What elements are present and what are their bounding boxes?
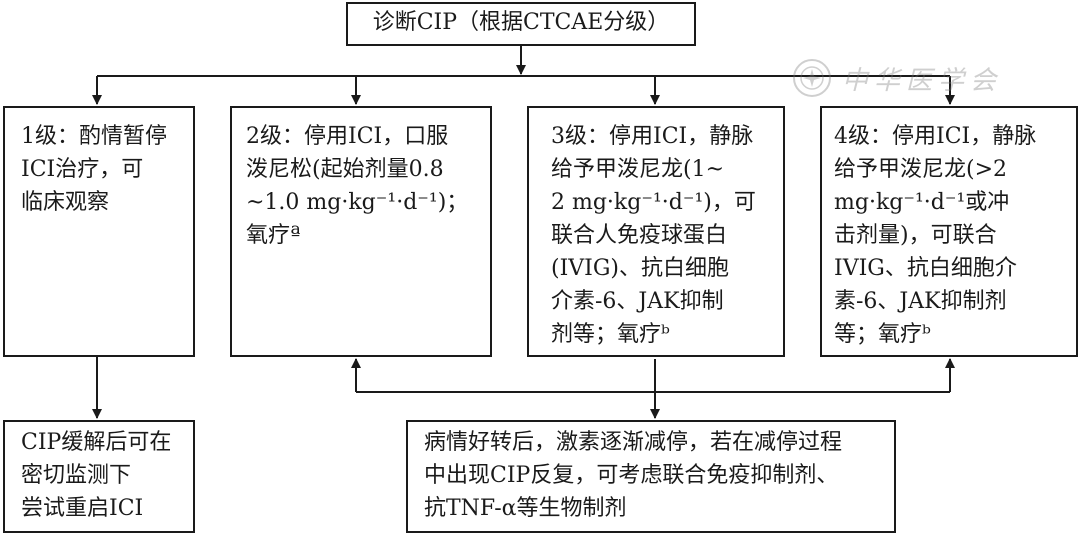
grade-2-box: 2级：停用ICI，口服 泼尼松(起始剂量0.8 ~1.0 mg·kg⁻¹·d⁻¹… [230, 106, 492, 357]
grade-4-line: 给予甲泼尼龙(>2 [834, 157, 1008, 182]
grade-4-line: 等；氧疗ᵇ [834, 322, 931, 347]
grade-4-line: 击剂量)，可联合 [834, 223, 997, 248]
grade-3-line: 剂等；氧疗ᵇ [551, 322, 670, 347]
grade-3-line: 联合人免疫球蛋白 [551, 223, 728, 248]
diagnosis-text: 诊断CIP（根据CTCAE分级） [372, 10, 670, 35]
grade-3-line: 给予甲泼尼龙(1~ [551, 157, 725, 182]
grade-3-line: 2 mg·kg⁻¹·d⁻¹)，可 [551, 190, 756, 215]
taper-line: 中出现CIP反复，可考虑联合免疫抑制剂、 [424, 463, 839, 488]
grade-2-line: 2级：停用ICI，口服 [246, 124, 449, 149]
grade-1-line: 临床观察 [21, 190, 110, 215]
grade-2-line: 氧疗ª [246, 223, 301, 248]
steroid-taper-box: 病情好转后，激素逐渐减停，若在减停过程 中出现CIP反复，可考虑联合免疫抑制剂、… [406, 420, 896, 533]
grade-4-line: 素-6、JAK抑制剂 [834, 289, 1007, 314]
grade-3-line: 3级：停用ICI，静脉 [551, 124, 754, 149]
grade-1-box: 1级：酌情暂停 ICI治疗，可 临床观察 [3, 106, 195, 357]
grade-2-line: 泼尼松(起始剂量0.8 [246, 157, 444, 182]
diagnosis-box: 诊断CIP（根据CTCAE分级） [346, 2, 696, 46]
grade-2-line: ~1.0 mg·kg⁻¹·d⁻¹)； [246, 190, 469, 215]
grade-4-line: IVIG、抗白细胞介 [834, 256, 1017, 281]
taper-line: 抗TNF-α等生物制剂 [424, 496, 627, 521]
seal-icon [793, 59, 831, 97]
watermark: 中华医学会 [792, 56, 1002, 100]
grade-3-line: (IVIG)、抗白细胞 [551, 256, 730, 281]
restart-ici-box: CIP缓解后可在 密切监测下 尝试重启ICI [3, 420, 195, 533]
grade-3-line: 介素-6、JAK抑制 [551, 289, 724, 314]
grade-4-box: 4级：停用ICI，静脉 给予甲泼尼龙(>2 mg·kg⁻¹·d⁻¹或冲 击剂量)… [820, 106, 1078, 357]
taper-line: 病情好转后，激素逐渐减停，若在减停过程 [424, 430, 843, 455]
restart-line: 尝试重启ICI [21, 496, 144, 521]
grade-1-line: 1级：酌情暂停 [21, 124, 167, 149]
restart-line: CIP缓解后可在 [21, 430, 172, 455]
grade-4-line: mg·kg⁻¹·d⁻¹或冲 [834, 190, 1010, 215]
grade-1-line: ICI治疗，可 [21, 157, 144, 182]
grade-3-box: 3级：停用ICI，静脉 给予甲泼尼龙(1~ 2 mg·kg⁻¹·d⁻¹)，可 联… [527, 106, 785, 357]
grade-4-line: 4级：停用ICI，静脉 [834, 124, 1037, 149]
watermark-text: 中华医学会 [842, 65, 1003, 96]
restart-line: 密切监测下 [21, 463, 132, 488]
